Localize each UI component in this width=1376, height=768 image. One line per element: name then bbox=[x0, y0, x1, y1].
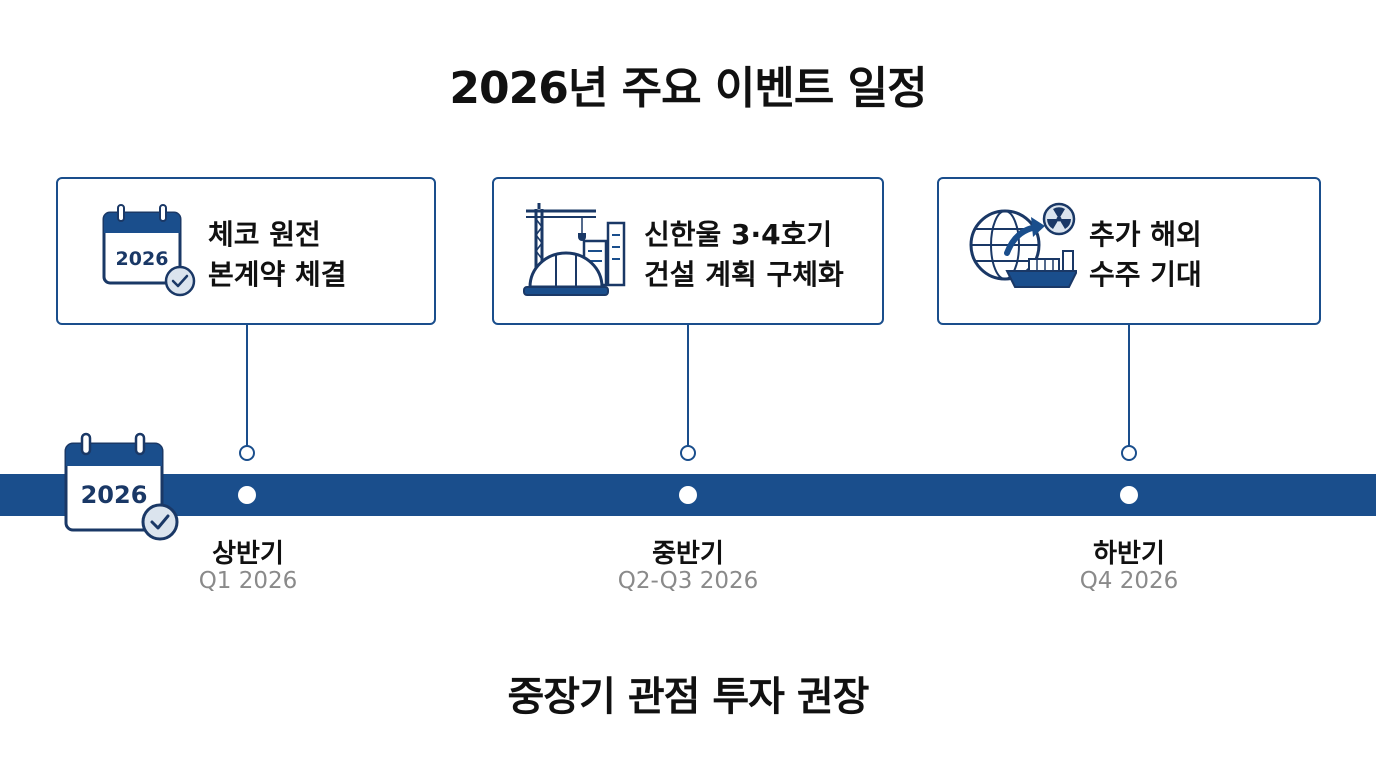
quarter-label-3: Q4 2026 bbox=[1079, 568, 1179, 594]
period-label-2: 중반기 bbox=[652, 539, 724, 569]
quarter-label-2: Q2-Q3 2026 bbox=[617, 568, 759, 594]
construction-crane-hardhat-icon bbox=[523, 203, 626, 296]
footer-recommendation: 중장기 관점 투자 권장 bbox=[507, 674, 870, 720]
connector-dot-3 bbox=[1121, 445, 1137, 461]
connector-dot-2 bbox=[680, 445, 696, 461]
connector-line-1 bbox=[246, 325, 248, 446]
event-card-2: 신한울 3·4호기 건설 계획 구체화 bbox=[492, 177, 884, 325]
timeline-marker-3 bbox=[1120, 486, 1138, 504]
event-card-1: 2026 체코 원전 본계약 체결 bbox=[56, 177, 436, 325]
globe-ship-nuclear-icon bbox=[969, 202, 1077, 288]
event-title-line1: 신한울 3·4호기 bbox=[644, 218, 833, 251]
event-title-line1: 추가 해외 bbox=[1089, 218, 1202, 251]
card-calendar-year: 2026 bbox=[116, 248, 169, 270]
event-title-line2: 본계약 체결 bbox=[208, 258, 347, 291]
connector-dot-1 bbox=[239, 445, 255, 461]
event-card-3: 추가 해외 수주 기대 bbox=[937, 177, 1321, 325]
timeline-marker-2 bbox=[679, 486, 697, 504]
event-title-line2: 건설 계획 구체화 bbox=[644, 258, 844, 291]
connector-line-2 bbox=[687, 325, 689, 446]
event-title-line1: 체코 원전 bbox=[208, 218, 321, 251]
period-label-1: 상반기 bbox=[212, 539, 284, 569]
period-label-3: 하반기 bbox=[1093, 539, 1165, 569]
page-title: 2026년 주요 이벤트 일정 bbox=[449, 63, 927, 114]
timeline-calendar-year: 2026 bbox=[81, 481, 148, 509]
quarter-label-1: Q1 2026 bbox=[198, 568, 298, 594]
event-title-line2: 수주 기대 bbox=[1089, 258, 1202, 291]
calendar-check-icon: 2026 bbox=[102, 204, 196, 297]
calendar-check-icon: 2026 bbox=[64, 432, 179, 541]
timeline-marker-1 bbox=[238, 486, 256, 504]
connector-line-3 bbox=[1128, 325, 1130, 446]
